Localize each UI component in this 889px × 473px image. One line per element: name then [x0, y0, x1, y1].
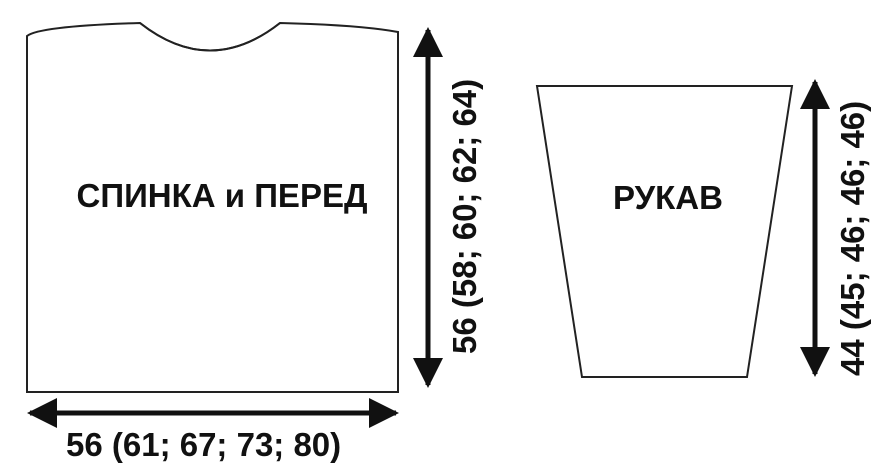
sleeve-length-dimension: 44 (45; 46; 46; 46) [800, 79, 871, 377]
body-piece: СПИНКА и ПЕРЕД [26, 21, 399, 393]
sleeve-piece: РУКАВ [535, 85, 794, 378]
body-piece-label: СПИНКА и ПЕРЕД [77, 177, 368, 214]
body-width-dimension: 56 (61; 67; 73; 80) [26, 398, 399, 463]
body-height-dimension: 56 (58; 60; 62; 64) [413, 26, 483, 388]
sleeve-outline [535, 85, 794, 378]
body-width-label: 56 (61; 67; 73; 80) [66, 426, 341, 463]
sleeve-piece-label: РУКАВ [613, 179, 723, 216]
body-height-label: 56 (58; 60; 62; 64) [446, 79, 483, 354]
neckline [139, 22, 281, 52]
sleeve-length-label: 44 (45; 46; 46; 46) [834, 101, 871, 376]
